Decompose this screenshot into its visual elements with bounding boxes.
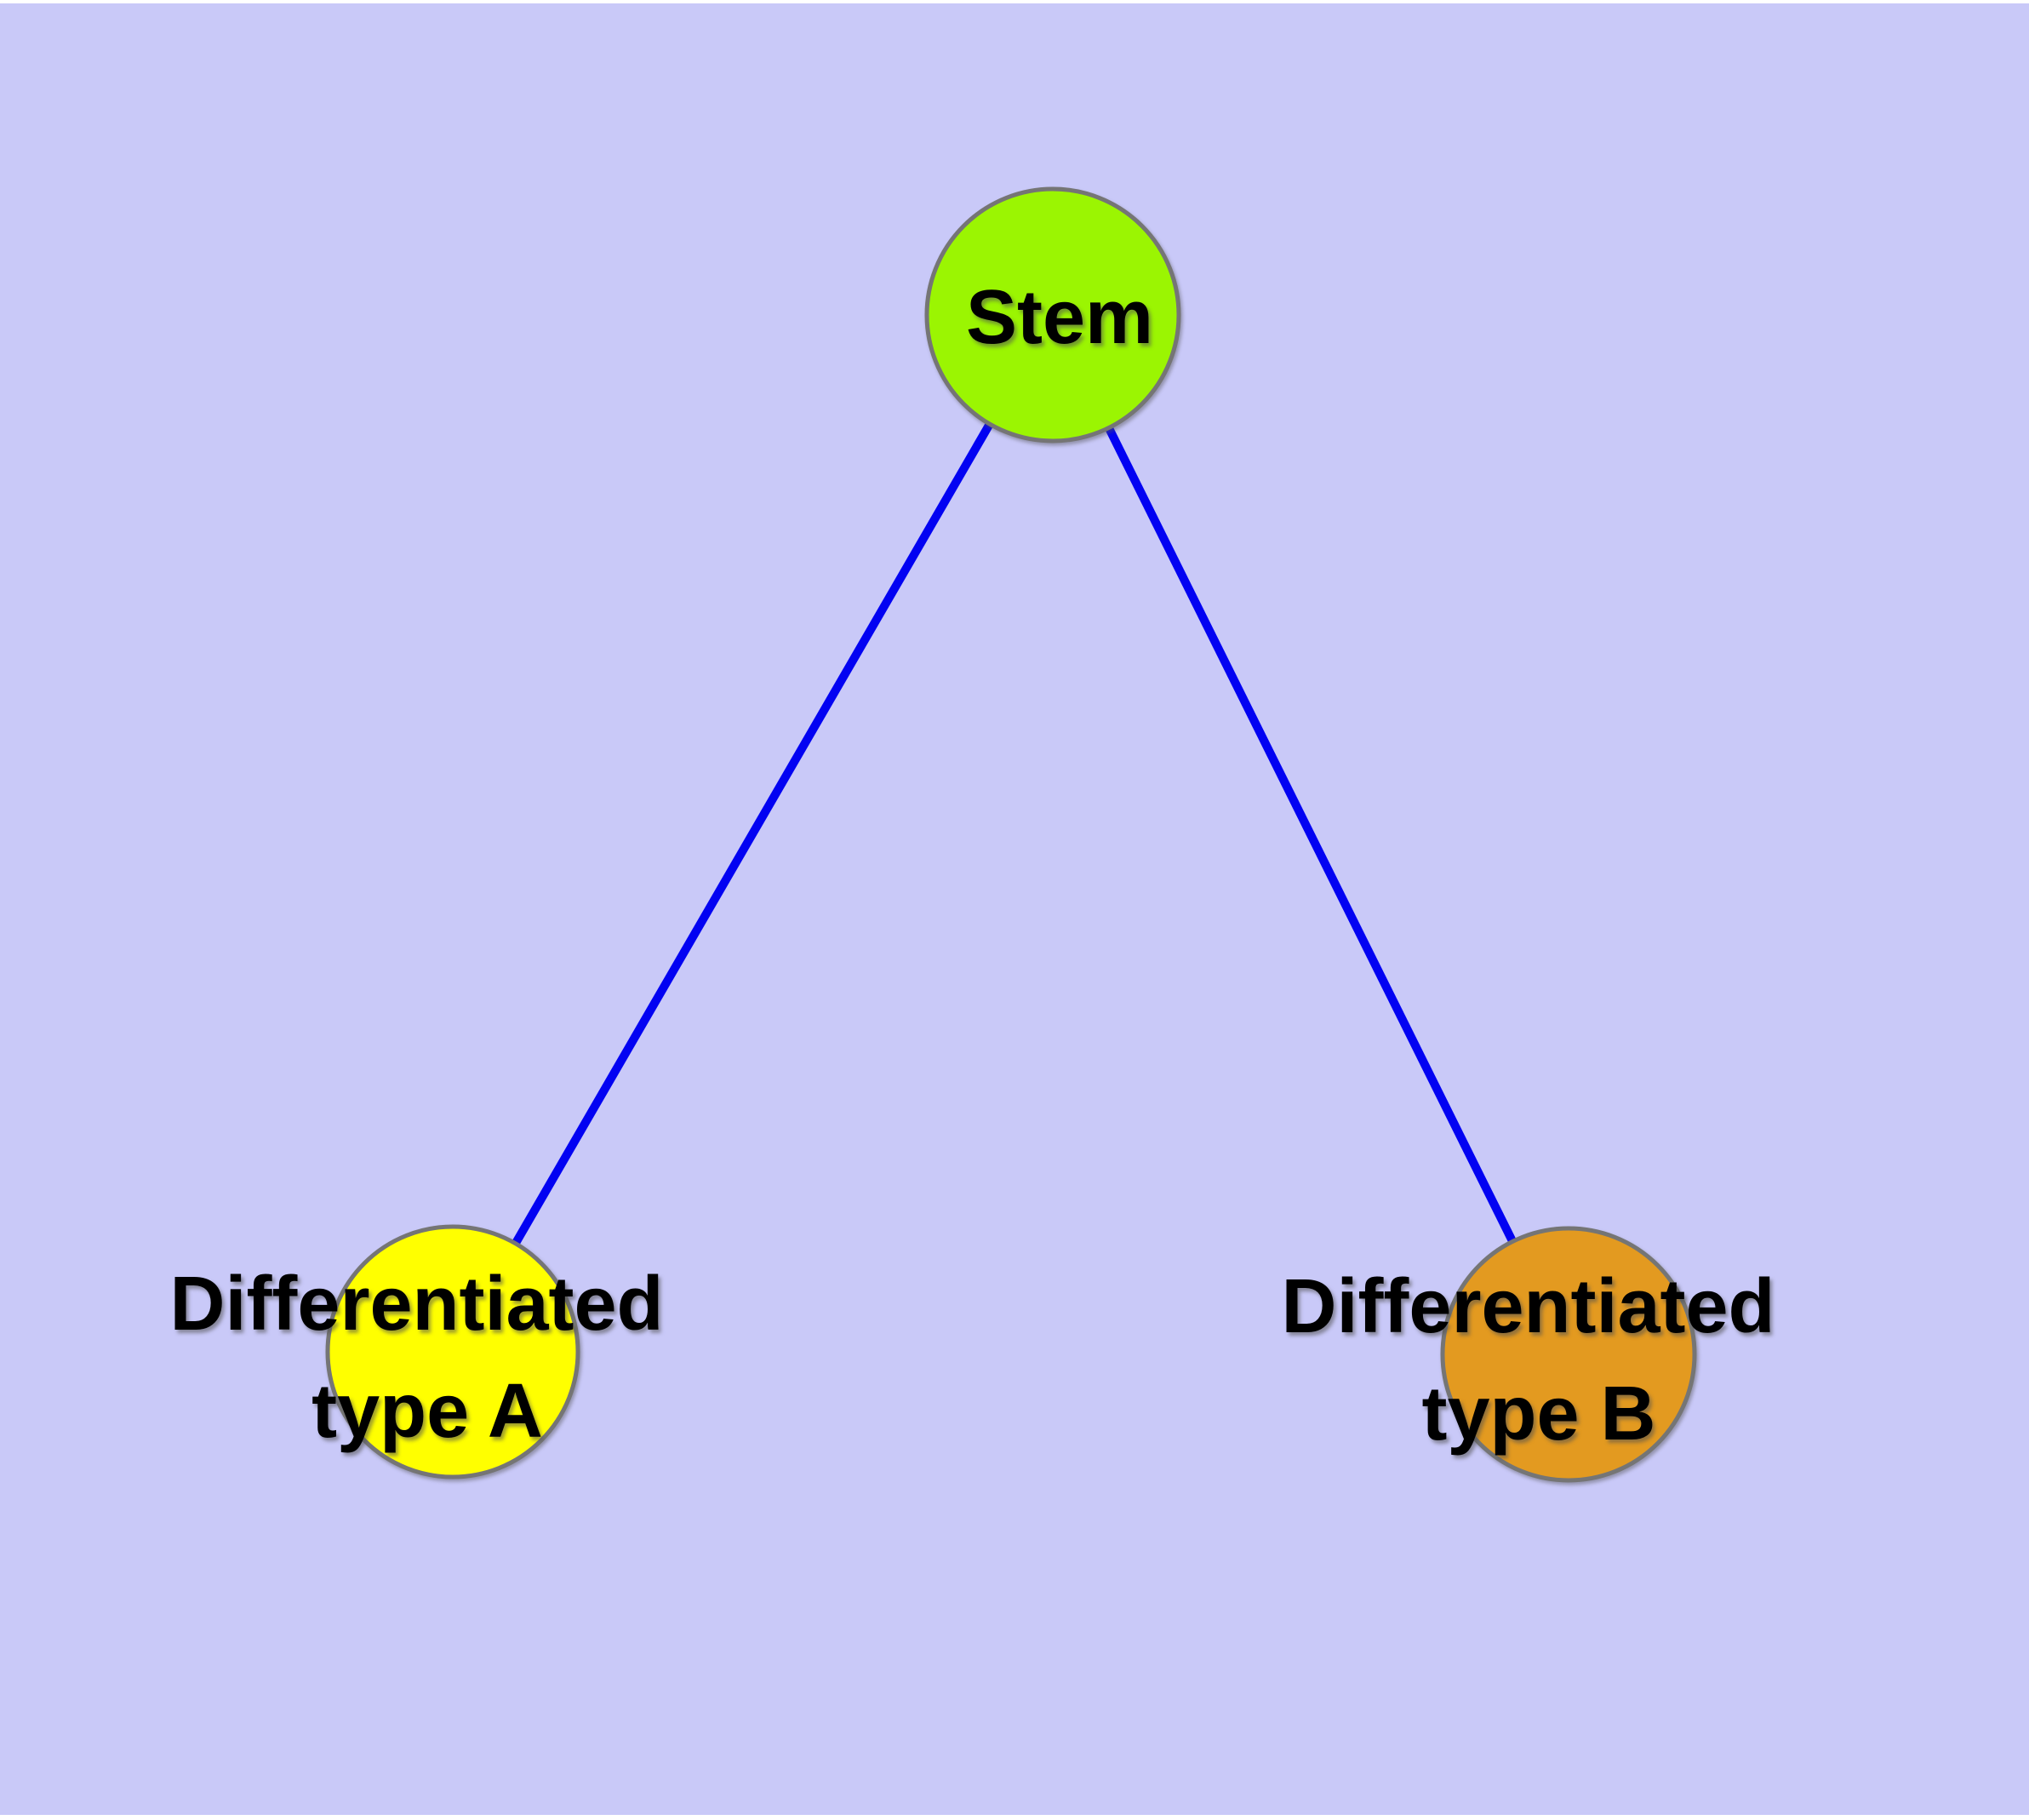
node-differentiated-type-b-label-line2: type B — [1421, 1371, 1655, 1457]
edge-stem-to-type-a — [449, 312, 1057, 1354]
node-differentiated-type-b: Differentiated type B — [1281, 1226, 1796, 1483]
node-differentiated-type-b-label-line1: Differentiated — [1281, 1264, 1775, 1349]
node-stem-circle — [924, 186, 1181, 444]
node-stem: Stem — [924, 186, 1181, 444]
node-differentiated-type-b-label: Differentiated type B — [1281, 1264, 1796, 1457]
node-differentiated-type-a-circle — [325, 1224, 580, 1479]
edge-stem-to-type-b — [1049, 312, 1573, 1357]
node-differentiated-type-a-label-line2: type A — [311, 1369, 543, 1454]
node-differentiated-type-a: Differentiated type A — [169, 1224, 684, 1479]
node-differentiated-type-a-label: Differentiated type A — [169, 1262, 684, 1454]
node-differentiated-type-b-circle — [1440, 1226, 1697, 1483]
node-differentiated-type-a-label-line1: Differentiated — [169, 1262, 663, 1347]
node-stem-label: Stem — [966, 275, 1153, 360]
